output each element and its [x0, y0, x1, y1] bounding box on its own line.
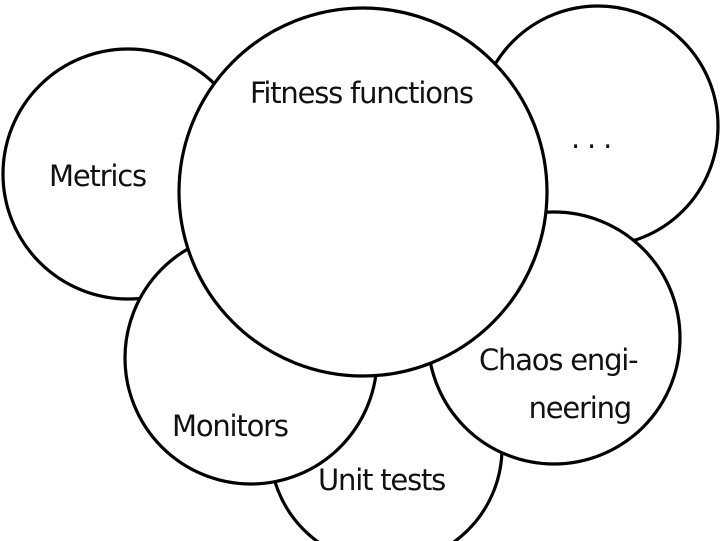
fitness-functions-circle [177, 6, 549, 378]
unit-tests-label: Unit tests [318, 463, 445, 497]
metrics-label: Metrics [49, 159, 146, 193]
fitness-functions-label: Fitness functions [250, 76, 473, 110]
chaos-engineering-label-line2: neering [529, 391, 631, 425]
chaos-engineering-label-line1: Chaos engi- [479, 343, 638, 377]
ellipsis-label: . . . [571, 121, 611, 155]
monitors-label: Monitors [172, 409, 288, 443]
